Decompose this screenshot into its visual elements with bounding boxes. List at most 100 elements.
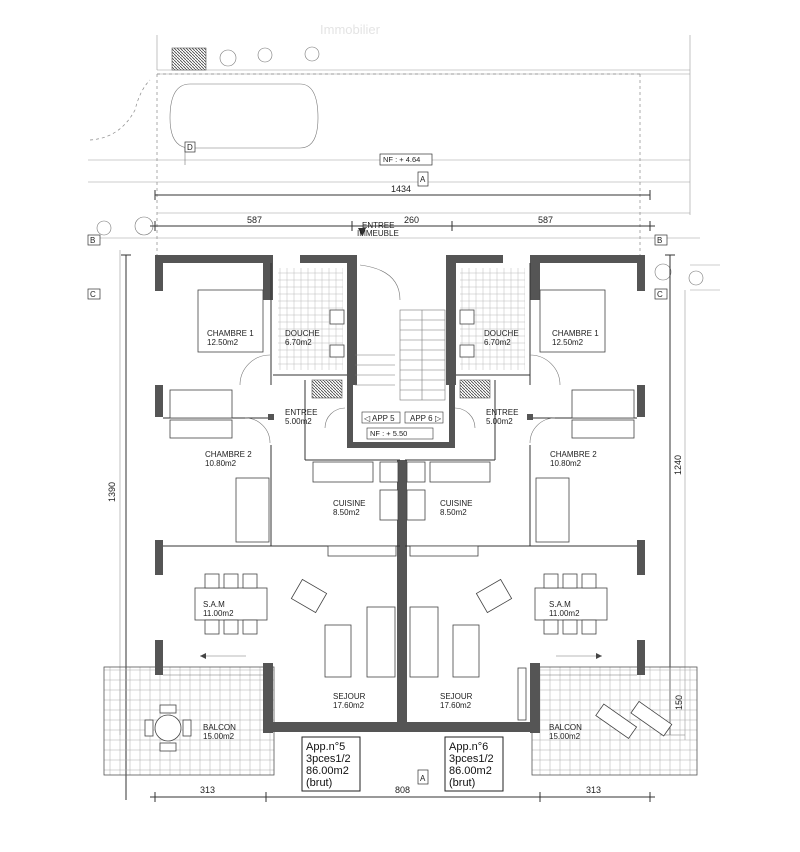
balconies — [103, 666, 698, 776]
dining-table-icon — [194, 587, 268, 621]
furniture-left — [169, 289, 399, 678]
bed-icon — [535, 477, 570, 543]
room-area: 12.50m2 — [552, 338, 584, 347]
sofa-icon — [409, 606, 439, 678]
section-mark-d: D — [187, 143, 193, 152]
wardrobe-icon — [311, 379, 343, 399]
tree-icon — [304, 46, 320, 62]
toilet-icon — [459, 309, 475, 325]
room-name: SEJOUR — [440, 692, 473, 701]
room-area: 15.00m2 — [549, 732, 581, 741]
building-entrance: ENTREE IMMEUBLE — [357, 221, 399, 238]
level-tag-site: NF : + 4.64 — [379, 153, 433, 166]
section-mark-a-top: A — [420, 175, 426, 184]
app6-arrow: ▷ — [435, 414, 442, 423]
room-area: 11.00m2 — [549, 609, 580, 618]
room-area: 6.70m2 — [285, 338, 312, 347]
card-line: 3pces1/2 — [306, 753, 351, 765]
sun-lounger-icon — [595, 703, 638, 740]
apartment-card-5: App.n°5 3pces1/2 86.00m2 (brut) — [301, 736, 361, 792]
toilet-icon — [329, 309, 345, 325]
landing-labels: ◁ APP 5 APP 6 ▷ NF : + 5.50 — [361, 411, 444, 440]
bed-icon — [235, 477, 270, 543]
room-area: 10.80m2 — [550, 459, 582, 468]
room-name: CHAMBRE 2 — [550, 450, 597, 459]
door-swings — [239, 354, 561, 444]
section-mark-a-bottom: A — [420, 774, 426, 783]
section-mark-b-right: B — [657, 236, 662, 245]
armchair-icon — [475, 578, 513, 614]
furniture-right — [406, 289, 635, 721]
coffee-table-icon — [452, 624, 480, 678]
room-labels-left: CHAMBRE 1 12.50m2 DOUCHE 6.70m2 ENTREE 5… — [203, 329, 366, 741]
shower-tiling — [278, 268, 525, 399]
wardrobe-icon — [571, 389, 635, 419]
room-name: DOUCHE — [285, 329, 320, 338]
bed-icon — [539, 289, 606, 353]
room-area: 11.00m2 — [203, 609, 234, 618]
room-area: 17.60m2 — [333, 701, 365, 710]
planter-hatch — [171, 47, 207, 71]
watermark-text: Immobilier — [320, 22, 381, 37]
dim-center: 260 — [404, 215, 419, 225]
tree-icon — [688, 270, 704, 286]
apartment-card-6: App.n°6 3pces1/2 86.00m2 (brut) — [444, 736, 504, 792]
wardrobe-icon — [169, 389, 233, 419]
room-name: CHAMBRE 2 — [205, 450, 252, 459]
dim-left-height: 1390 — [107, 482, 117, 502]
room-area: 17.60m2 — [440, 701, 472, 710]
tree-icon — [219, 49, 237, 67]
card-line: 86.00m2 — [449, 765, 492, 777]
staircase — [355, 228, 446, 401]
kitchen-counter — [312, 461, 374, 483]
wardrobe-icon — [459, 379, 491, 399]
card-line: App.n°5 — [306, 741, 345, 753]
room-name: S.A.M — [203, 600, 225, 609]
card-line: App.n°6 — [449, 741, 488, 753]
card-line: 86.00m2 — [306, 765, 349, 777]
room-name: BALCON — [549, 723, 582, 732]
tree-icon — [257, 47, 273, 63]
entrance-label-2: IMMEUBLE — [357, 229, 399, 238]
stove-icon — [379, 489, 399, 521]
round-table-icon — [154, 714, 182, 742]
section-mark-b-left: B — [90, 236, 95, 245]
room-name: ENTREE — [486, 408, 518, 417]
dim-bottom-right: 313 — [586, 785, 601, 795]
room-name: CHAMBRE 1 — [207, 329, 254, 338]
room-name: CHAMBRE 1 — [552, 329, 599, 338]
landing-app6: APP 6 — [410, 414, 433, 423]
room-area: 6.70m2 — [484, 338, 511, 347]
sofa-icon — [366, 606, 396, 678]
app5-arrow: ◁ — [364, 414, 371, 423]
card-line: 3pces1/2 — [449, 753, 494, 765]
room-name: ENTREE — [285, 408, 317, 417]
dim-right-wing: 587 — [538, 215, 553, 225]
room-area: 8.50m2 — [440, 508, 467, 517]
dim-bottom-center: 808 — [395, 785, 410, 795]
nf-stair-label: NF : + 5.50 — [370, 429, 407, 438]
dim-total-width: 1434 — [391, 184, 411, 194]
dim-bottom-left: 313 — [200, 785, 215, 795]
section-mark-c-left: C — [90, 290, 96, 299]
room-name: SEJOUR — [333, 692, 366, 701]
wardrobe-icon — [169, 419, 233, 439]
card-line: (brut) — [449, 777, 475, 789]
bed-icon — [197, 289, 264, 353]
sink-icon — [329, 344, 345, 358]
room-area: 8.50m2 — [333, 508, 360, 517]
sink-icon — [459, 344, 475, 358]
room-name: S.A.M — [549, 600, 571, 609]
room-name: CUISINE — [440, 499, 472, 508]
entrance-label-1: ENTREE — [362, 221, 394, 230]
sun-lounger-icon — [630, 700, 673, 737]
wardrobe-icon — [571, 419, 635, 439]
room-area: 5.00m2 — [285, 417, 312, 426]
site-context: Immobilier — [88, 22, 720, 740]
armchair-icon — [290, 578, 328, 614]
room-name: CUISINE — [333, 499, 365, 508]
dim-left-wing: 587 — [247, 215, 262, 225]
section-mark-c-right: C — [657, 290, 663, 299]
walls — [155, 255, 645, 733]
